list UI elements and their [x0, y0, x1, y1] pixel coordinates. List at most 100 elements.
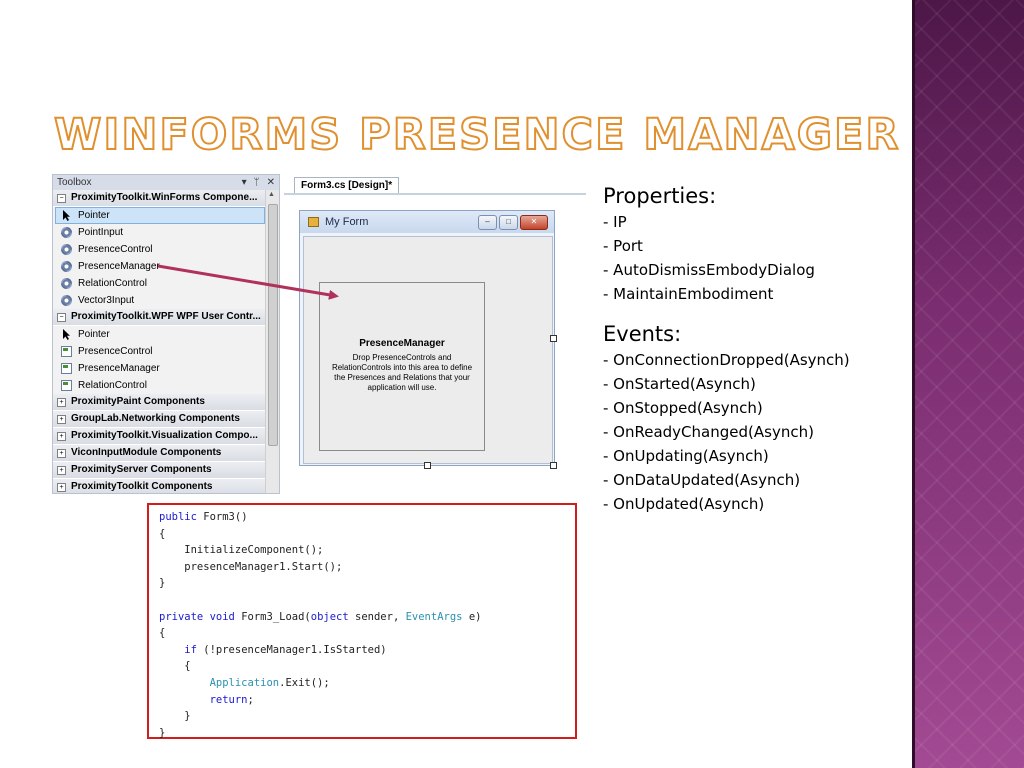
code-token [159, 644, 184, 656]
property-item: - IP [603, 213, 627, 231]
code-token: InitializeComponent(); [159, 544, 324, 557]
toolbox-item-label: Vector3Input [78, 295, 135, 306]
code-token: } [159, 710, 191, 723]
code-line: } [159, 708, 575, 725]
tab-form3-design[interactable]: Form3.cs [Design]* [294, 177, 400, 194]
form-titlebar[interactable]: My Form – □ ✕ [300, 211, 554, 233]
code-token [159, 677, 210, 689]
toolbox-group-label: ProximityToolkit Components [71, 481, 213, 492]
toolbox-item-label: Pointer [78, 210, 110, 221]
pointer-icon [63, 329, 70, 340]
toolbox-scrollbar[interactable]: ▲ [265, 190, 279, 493]
code-line: { [159, 625, 575, 642]
collapse-icon[interactable]: − [57, 312, 66, 322]
code-line: if (!presenceManager1.IsStarted) [159, 642, 575, 659]
form-icon [61, 380, 72, 391]
expand-icon[interactable]: + [57, 482, 66, 492]
code-snippet: public Form3(){ InitializeComponent(); p… [147, 503, 577, 739]
event-item: - OnUpdated(Asynch) [603, 495, 765, 513]
form-client-area[interactable]: PresenceManager Drop PresenceControls an… [303, 236, 553, 464]
code-token: return [209, 693, 248, 706]
event-item: - OnStarted(Asynch) [603, 375, 756, 393]
properties-list: - IP- Port- AutoDismissEmbodyDialog- Mai… [603, 210, 908, 306]
code-token: sender, [348, 610, 406, 623]
resize-handle-corner[interactable] [550, 462, 557, 469]
code-token: } [159, 577, 166, 590]
toolbox-group[interactable]: +GroupLab.Networking Components [53, 411, 265, 428]
expand-icon[interactable]: + [57, 448, 66, 458]
resize-handle-bottom[interactable] [424, 462, 431, 469]
toolbox-item-label: PresenceManager [78, 261, 160, 272]
scrollbar-thumb[interactable] [268, 204, 278, 446]
toolbox-group[interactable]: + ProximityToolkit Components [53, 479, 265, 493]
toolbox-group[interactable]: + ProximityServer Components [53, 462, 265, 479]
toolbox-item[interactable]: PresenceManager [53, 360, 265, 377]
collapse-icon[interactable]: − [57, 193, 66, 203]
code-token: object [310, 610, 349, 623]
my-form-window[interactable]: My Form – □ ✕ PresenceManager Drop Prese… [299, 210, 555, 466]
gear-icon [61, 244, 72, 255]
close-icon[interactable]: ✕ [266, 177, 275, 188]
code-token [159, 694, 210, 706]
window-close-button[interactable]: ✕ [520, 214, 548, 230]
toolbox-group-label: ProximityToolkit.WinForms Compone... [71, 192, 258, 203]
resize-handle-right[interactable] [550, 335, 557, 342]
gear-icon [61, 278, 72, 289]
toolbox-group[interactable]: +ProximityPaint Components [53, 394, 265, 411]
code-token: { [159, 627, 166, 640]
toolbox-item[interactable]: Pointer [55, 207, 265, 224]
expand-icon[interactable]: + [57, 414, 66, 424]
toolbox-group[interactable]: +ViconInputModule Components [53, 445, 265, 462]
code-token: presenceManager1.Start(); [159, 560, 343, 573]
code-token: { [159, 660, 191, 673]
expand-icon[interactable]: + [57, 397, 66, 407]
toolbox-panel: Toolbox ▾ ᛘ ✕ −ProximityToolkit.WinForms… [52, 174, 280, 494]
design-surface[interactable]: My Form – □ ✕ PresenceManager Drop Prese… [284, 195, 586, 494]
presence-manager-drop-area[interactable]: PresenceManager Drop PresenceControls an… [319, 282, 485, 451]
toolbox-item-label: PresenceControl [78, 244, 153, 255]
pin-icon[interactable]: ᛘ [253, 177, 260, 188]
presence-manager-title: PresenceManager [359, 338, 445, 349]
code-token: EventArgs [405, 610, 463, 623]
code-line [159, 592, 575, 609]
code-token: e) [462, 610, 482, 623]
events-heading: Events: [603, 322, 682, 346]
toolbox-group[interactable]: −ProximityToolkit.WinForms Compone... [53, 190, 265, 207]
event-item: - OnReadyChanged(Asynch) [603, 423, 814, 441]
pointer-icon [63, 210, 70, 221]
toolbox-item[interactable]: PresenceControl [53, 241, 265, 258]
toolbox-item[interactable]: Pointer [53, 326, 265, 343]
code-line: Application.Exit(); [159, 675, 575, 692]
toolbox-item[interactable]: PointInput [53, 224, 265, 241]
code-line: { [159, 526, 575, 543]
maximize-button[interactable]: □ [499, 214, 518, 230]
code-line: } [159, 575, 575, 592]
code-token: ; [247, 693, 254, 706]
code-token: Application [209, 676, 280, 689]
toolbox-group[interactable]: +ProximityToolkit.Visualization Compo... [53, 428, 265, 445]
toolbox-item[interactable]: PresenceManager [53, 258, 265, 275]
toolbox-item-label: PresenceManager [78, 363, 160, 374]
code-token: { [159, 527, 166, 540]
dropdown-icon[interactable]: ▾ [241, 177, 247, 188]
toolbox-item[interactable]: RelationControl [53, 377, 265, 394]
code-line: return; [159, 692, 575, 709]
scroll-up-icon[interactable]: ▲ [268, 191, 275, 198]
code-line: public Form3() [159, 509, 575, 526]
event-item: - OnDataUpdated(Asynch) [603, 471, 801, 489]
code-token: .Exit(); [279, 676, 330, 689]
minimize-button[interactable]: – [478, 214, 497, 230]
api-description: Properties: - IP- Port- AutoDismissEmbod… [603, 182, 908, 516]
code-token: Form3() [196, 511, 248, 523]
expand-icon[interactable]: + [57, 431, 66, 441]
code-token: private [159, 610, 204, 623]
toolbox-item[interactable]: Vector3Input [53, 292, 265, 309]
toolbox-group[interactable]: −ProximityToolkit.WPF WPF User Contr... [53, 309, 265, 326]
toolbox-header: Toolbox ▾ ᛘ ✕ [53, 175, 279, 190]
toolbox-group-label: ProximityServer Components [71, 464, 212, 475]
code-token: Form3_Load( [234, 610, 311, 623]
toolbox-item[interactable]: PresenceControl [53, 343, 265, 360]
toolbox-item[interactable]: RelationControl [53, 275, 265, 292]
slide-title: WINFORMS PRESENCE MANAGER [53, 109, 901, 161]
expand-icon[interactable]: + [57, 465, 66, 475]
